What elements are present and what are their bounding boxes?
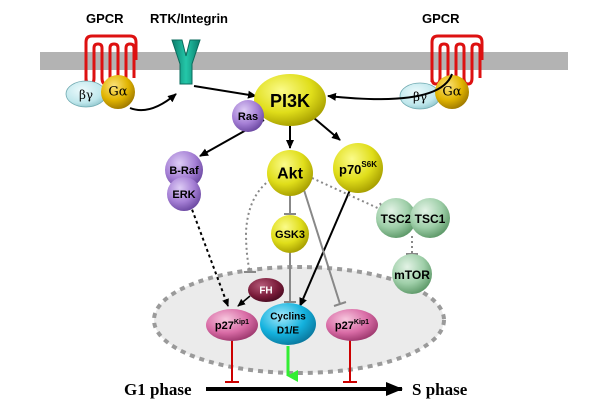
- pi3k-label: PI3K: [270, 91, 310, 111]
- inhibit-akt-gsk3: [284, 194, 296, 215]
- p70s6k-label: p70S6K: [339, 160, 377, 177]
- beta-gamma-left-label: βγ: [79, 88, 93, 102]
- akt-node: [267, 150, 313, 196]
- arrow-galpha-right-to-pi3k: [327, 73, 453, 101]
- fh-label: FH: [259, 286, 272, 297]
- inhibit-p27-right-g1: [343, 340, 357, 383]
- gpcr-left-label: GPCR: [86, 11, 124, 26]
- p27-left-label: p27Kip1: [215, 319, 249, 333]
- p27-right-label: p27Kip1: [335, 319, 369, 333]
- p27-right-node: [326, 309, 378, 341]
- p70s6k-node: [333, 143, 383, 193]
- cyclins-node: [260, 303, 316, 345]
- tsc2-label: TSC2: [381, 212, 412, 226]
- tsc1-node: [410, 198, 450, 238]
- mtor-node: [392, 254, 432, 294]
- erk-label: ERK: [172, 189, 195, 201]
- arrow-p70-to-cyclins: [299, 189, 351, 307]
- pi3k-node: [254, 74, 326, 126]
- mtor-label: mTOR: [394, 268, 430, 282]
- tsc1-label: TSC1: [415, 212, 446, 226]
- inhibit-p27-left-g1: [225, 340, 239, 383]
- braf-label: B-Raf: [169, 165, 199, 177]
- cell-membrane: [40, 52, 568, 70]
- arrow-galpha-to-rtk: [129, 93, 177, 112]
- tsc2-node: [376, 198, 416, 238]
- rtk-integrin-receptor: [171, 39, 201, 85]
- gsk3-node: [271, 215, 309, 253]
- g-alpha-right-label: Gα: [442, 85, 461, 100]
- gpcr-left-receptor: [84, 34, 138, 86]
- inhibit-gsk3-cyclins: [284, 252, 296, 303]
- arrow-erk-to-p27-left: [189, 203, 229, 307]
- beta-gamma-right-label: βγ: [413, 90, 427, 104]
- akt-label: Akt: [277, 166, 303, 183]
- gpcr-right-label: GPCR: [422, 11, 460, 26]
- p27-left-node: [206, 309, 258, 341]
- arrow-pi3k-to-p70: [313, 117, 341, 141]
- s-phase-label: S phase: [412, 380, 468, 399]
- g-alpha-left: [101, 75, 135, 109]
- inhibit-akt-p27-right: [303, 189, 347, 307]
- gsk3-label: GSK3: [275, 229, 305, 241]
- gpcr-right-receptor: [430, 34, 484, 86]
- erk-node: [167, 177, 201, 211]
- fh-node: [248, 278, 284, 302]
- braf-node: [165, 151, 203, 189]
- cyclins-label-line2: D1/E: [277, 326, 300, 337]
- ras-label: Ras: [238, 111, 258, 123]
- g-alpha-left-label: Gα: [108, 85, 127, 100]
- dotted-akt-fh: [244, 179, 271, 273]
- rtk-integrin-label: RTK/Integrin: [150, 11, 228, 26]
- arrow-rtk-to-pi3k: [193, 85, 257, 99]
- g1-phase-label: G1 phase: [124, 380, 192, 399]
- ras-node: [232, 100, 264, 132]
- arrow-fh-to-p27-left: [237, 295, 251, 307]
- cyclins-label-line1: Cyclins: [270, 312, 306, 323]
- g-alpha-right: [435, 75, 469, 109]
